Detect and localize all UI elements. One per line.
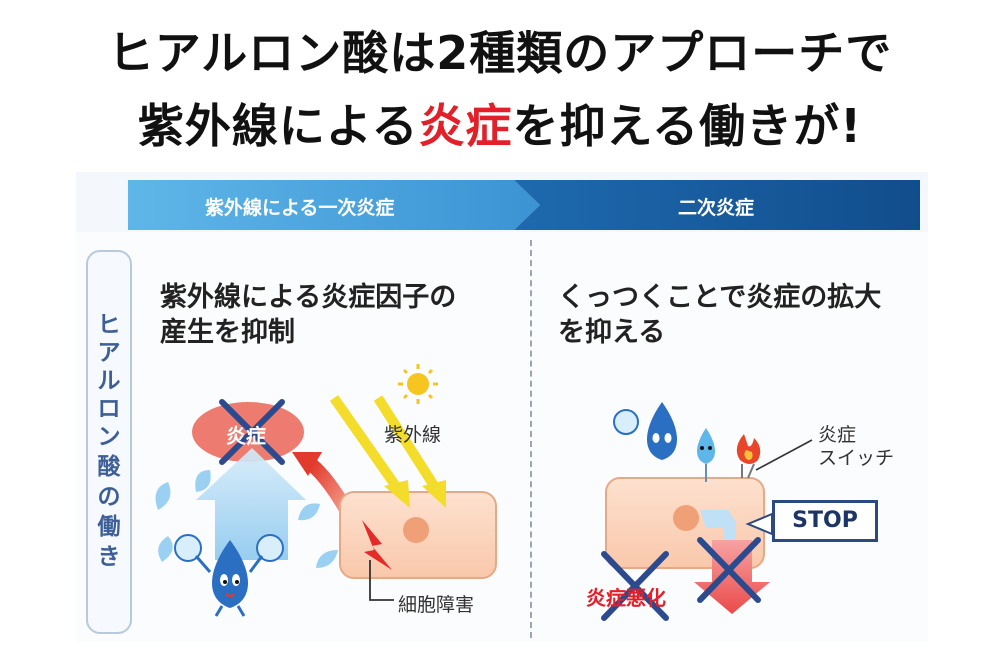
switch-leader: [755, 439, 813, 471]
droplet-character-icon: [174, 534, 284, 617]
phase-bar-primary: [128, 180, 540, 230]
headline-line-2: 紫外線による炎症を抑える働きが!: [0, 103, 1000, 149]
switch-label: 炎症 スイッチ: [818, 424, 894, 470]
left-subtitle: 紫外線による炎症因子の 産生を抑制: [160, 280, 456, 350]
switch-label-line-1: 炎症: [818, 424, 857, 446]
phase-primary-label: 紫外線による一次炎症: [205, 197, 395, 219]
sidebar-char: ン: [97, 424, 121, 450]
phase-bar-secondary: [514, 180, 920, 230]
block-arrow: [700, 510, 736, 540]
right-subtitle-line-1: くっつくことで炎症の拡大: [558, 282, 882, 313]
cell-damage-leader: [369, 560, 394, 601]
inflammation-label: 炎症: [226, 424, 266, 448]
uv-rays: [329, 395, 446, 508]
worsening-label: 炎症悪化: [586, 586, 666, 610]
sidebar-char: き: [97, 544, 121, 570]
headline-line-2-pre: 紫外線による: [137, 99, 419, 153]
left-subtitle-line-1: 紫外線による炎症因子の: [160, 282, 457, 313]
sidebar-char: ロ: [97, 396, 121, 422]
droplet-characters-right: [613, 402, 715, 482]
headline-line-2-post: を抑える働きが!: [512, 99, 863, 153]
sun-icon: [398, 364, 438, 404]
headline-highlight: 炎症: [418, 99, 513, 153]
uv-label: 紫外線: [384, 424, 442, 446]
right-subtitle-line-2: を抑える: [558, 317, 666, 349]
cell-right-nucleus: [673, 505, 699, 531]
left-subtitle-line-2: 産生を抑制: [160, 317, 295, 349]
droplets: [155, 470, 338, 568]
cell-nucleus: [403, 517, 429, 543]
right-subtitle: くっつくことで炎症の拡大 を抑える: [558, 280, 881, 350]
sidebar-char: ア: [97, 340, 121, 366]
flame-icon: [736, 434, 761, 479]
cell-damage-label: 細胞障害: [398, 594, 475, 616]
cross-mark-icon: [219, 399, 285, 465]
sidebar-char: 働: [97, 514, 121, 540]
stop-badge: STOP: [772, 500, 878, 542]
sidebar-char: ル: [97, 368, 121, 394]
sidebar-char: ヒ: [97, 312, 121, 338]
sidebar-char: 酸: [97, 454, 121, 480]
suppress-arrow: [196, 448, 306, 560]
cross-mark-right-icon: [601, 537, 761, 621]
phase-secondary-label: 二次炎症: [678, 197, 755, 219]
switch-label-line-2: スイッチ: [818, 446, 895, 469]
headline-line-1: ヒアルロン酸は2種類のアプローチで: [107, 26, 893, 80]
lightning-icon: [362, 520, 392, 570]
panel-divider: [530, 240, 532, 638]
sidebar-hyaluronic-action: ヒ ア ル ロ ン 酸 の 働 き: [86, 250, 132, 634]
sidebar-char: の: [97, 484, 121, 510]
